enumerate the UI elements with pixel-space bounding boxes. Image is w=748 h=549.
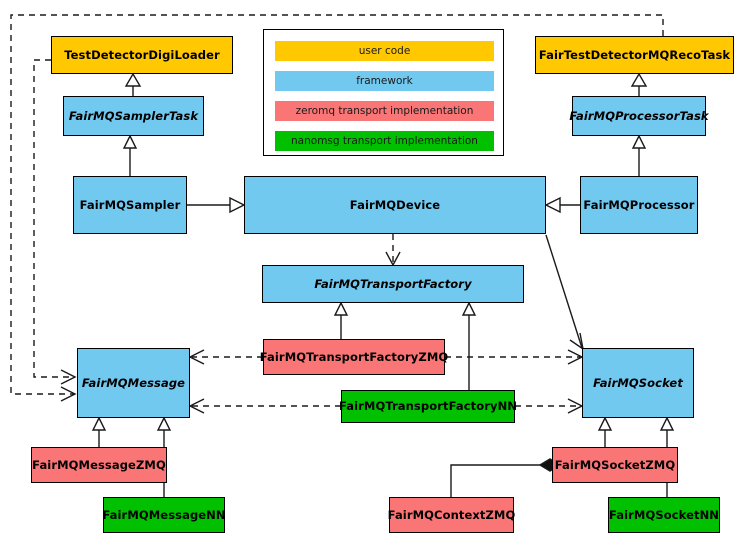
class-node-FairMQProcessorTask[interactable]: FairMQProcessorTask — [569, 96, 709, 136]
class-node-label: FairMQContextZMQ — [387, 507, 516, 522]
class-node-label: TestDetectorDigiLoader — [64, 47, 220, 62]
class-node-FairMQMessageZMQ[interactable]: FairMQMessageZMQ — [31, 447, 167, 483]
class-node-FairMQTransportFactory[interactable]: FairMQTransportFactory — [262, 265, 524, 303]
edge-generalization-socketzmq-socket — [597, 416, 613, 447]
edge-composition-contextzmq-socketzmq — [450, 458, 562, 497]
class-node-FairMQContextZMQ[interactable]: FairMQContextZMQ — [387, 497, 516, 533]
edge-generalization-tfzmq-transportfactory — [333, 301, 349, 339]
edge-generalization-sampler-device — [187, 196, 246, 214]
legend-label-nanomsg: nanomsg transport implementation — [291, 135, 478, 147]
class-node-FairMQSampler[interactable]: FairMQSampler — [73, 176, 187, 234]
edge-dependency-device-transportfactory — [385, 234, 401, 267]
legend-label-zeromq: zeromq transport implementation — [295, 105, 474, 117]
class-node-TestDetectorDigiLoader[interactable]: TestDetectorDigiLoader — [51, 36, 233, 74]
class-node-label: FairMQSocket — [593, 375, 683, 390]
edge-generalization-processor-processortask — [631, 134, 647, 176]
class-node-label: FairMQMessageZMQ — [32, 457, 166, 472]
class-node-label: FairMQTransportFactoryNN — [338, 399, 518, 414]
class-node-label: FairMQProcessorTask — [569, 108, 709, 123]
legend-label-framework: framework — [356, 75, 413, 87]
edge-dependency-tfzmq-message — [188, 349, 263, 365]
class-node-label: FairMQTransportFactoryZMQ — [259, 349, 449, 364]
class-node-label: FairMQMessageNN — [102, 507, 226, 522]
legend-item-nanomsg: nanomsg transport implementation — [275, 131, 494, 151]
edge-generalization-sampler-samplertask — [122, 134, 138, 176]
edge-dependency-tfzmq-socket — [445, 349, 584, 365]
class-node-FairMQMessageNN[interactable]: FairMQMessageNN — [102, 497, 226, 533]
class-node-label: FairMQSocketNN — [608, 507, 720, 522]
legend-label-user-code: user code — [358, 45, 411, 57]
class-node-FairMQTransportFactoryZMQ[interactable]: FairMQTransportFactoryZMQ — [260, 339, 448, 375]
edge-generalization-processor-device — [544, 196, 580, 214]
edge-dependency-tfnn-message — [188, 398, 341, 414]
legend-panel: user code framework zeromq transport imp… — [263, 29, 504, 156]
legend-item-zeromq: zeromq transport implementation — [275, 101, 494, 121]
class-node-label: FairMQSampler — [79, 197, 181, 212]
class-node-FairTestDetectorMQRecoTask[interactable]: FairTestDetectorMQRecoTask — [535, 36, 734, 74]
class-node-FairMQMessage[interactable]: FairMQMessage — [77, 348, 190, 418]
class-node-FairMQTransportFactoryNN[interactable]: FairMQTransportFactoryNN — [338, 390, 518, 423]
class-node-FairMQSamplerTask[interactable]: FairMQSamplerTask — [63, 96, 204, 136]
class-node-label: FairTestDetectorMQRecoTask — [538, 47, 731, 62]
edge-generalization-processortask-recotask — [630, 72, 648, 96]
edge-association-device-socket — [545, 234, 585, 351]
edge-dependency-digiloader-message — [33, 59, 77, 385]
edge-generalization-tfnn-transportfactory — [461, 301, 477, 390]
legend-item-user-code: user code — [275, 41, 494, 61]
class-node-FairMQProcessor[interactable]: FairMQProcessor — [580, 176, 698, 234]
class-node-label: FairMQTransportFactory — [314, 276, 472, 291]
class-node-FairMQSocketZMQ[interactable]: FairMQSocketZMQ — [552, 447, 678, 483]
class-node-label: FairMQProcessor — [583, 197, 695, 212]
class-node-label: FairMQSamplerTask — [68, 108, 199, 123]
legend-item-framework: framework — [275, 71, 494, 91]
edge-generalization-messagezmq-message — [91, 416, 107, 447]
edge-dependency-recotask-message — [10, 14, 664, 402]
edge-generalization-samplertask-digiloader — [124, 72, 142, 96]
class-node-label: FairMQSocketZMQ — [554, 457, 676, 472]
class-node-label: FairMQMessage — [81, 375, 186, 390]
class-node-FairMQSocket[interactable]: FairMQSocket — [582, 348, 694, 418]
class-node-FairMQSocketNN[interactable]: FairMQSocketNN — [608, 497, 720, 533]
class-node-label: FairMQDevice — [349, 197, 441, 212]
class-node-FairMQDevice[interactable]: FairMQDevice — [244, 176, 546, 234]
edge-dependency-tfnn-socket — [515, 398, 584, 414]
